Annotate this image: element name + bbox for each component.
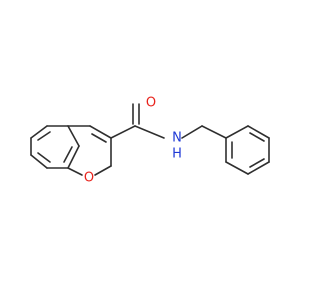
pyran-bond-c4-c3 [89,125,112,139]
benzo-bond-6 [30,154,48,169]
amide-hydrogen-label: H [172,147,182,162]
carbonyl-oxygen-label: O [146,96,156,111]
phenyl-bond-4 [247,161,270,175]
phenyl-double-1 [249,132,265,142]
benzo-bond-1 [30,125,48,139]
bond-carbonyl-n [134,125,165,139]
benzo-bond-4 [67,145,80,169]
molecule-canvas: O N H O [30,96,270,186]
phenyl-double-2 [249,158,265,168]
pyran-bond-c2-o1 [94,165,112,176]
pyran-double-c4-c3 [91,133,107,143]
bond-n-ch2 [181,125,203,139]
bond-c3-carbonyl [110,125,136,139]
phenyl-bond-2 [247,125,270,139]
bond-ch2-phenyl [201,125,227,139]
molecule-structure: O N H O [30,96,270,186]
benzo-bond-3 [67,125,80,147]
amide-nitrogen-label: N [172,131,182,146]
phenyl-bond-5 [225,161,249,175]
ring-oxygen-label: O [84,171,94,186]
pyran-bond-o1-c8a [67,167,83,176]
benzo-double-2 [63,146,73,163]
benzo-double-3 [37,152,51,163]
benzo-double-1 [37,131,51,141]
phenyl-bond-1 [225,125,249,139]
